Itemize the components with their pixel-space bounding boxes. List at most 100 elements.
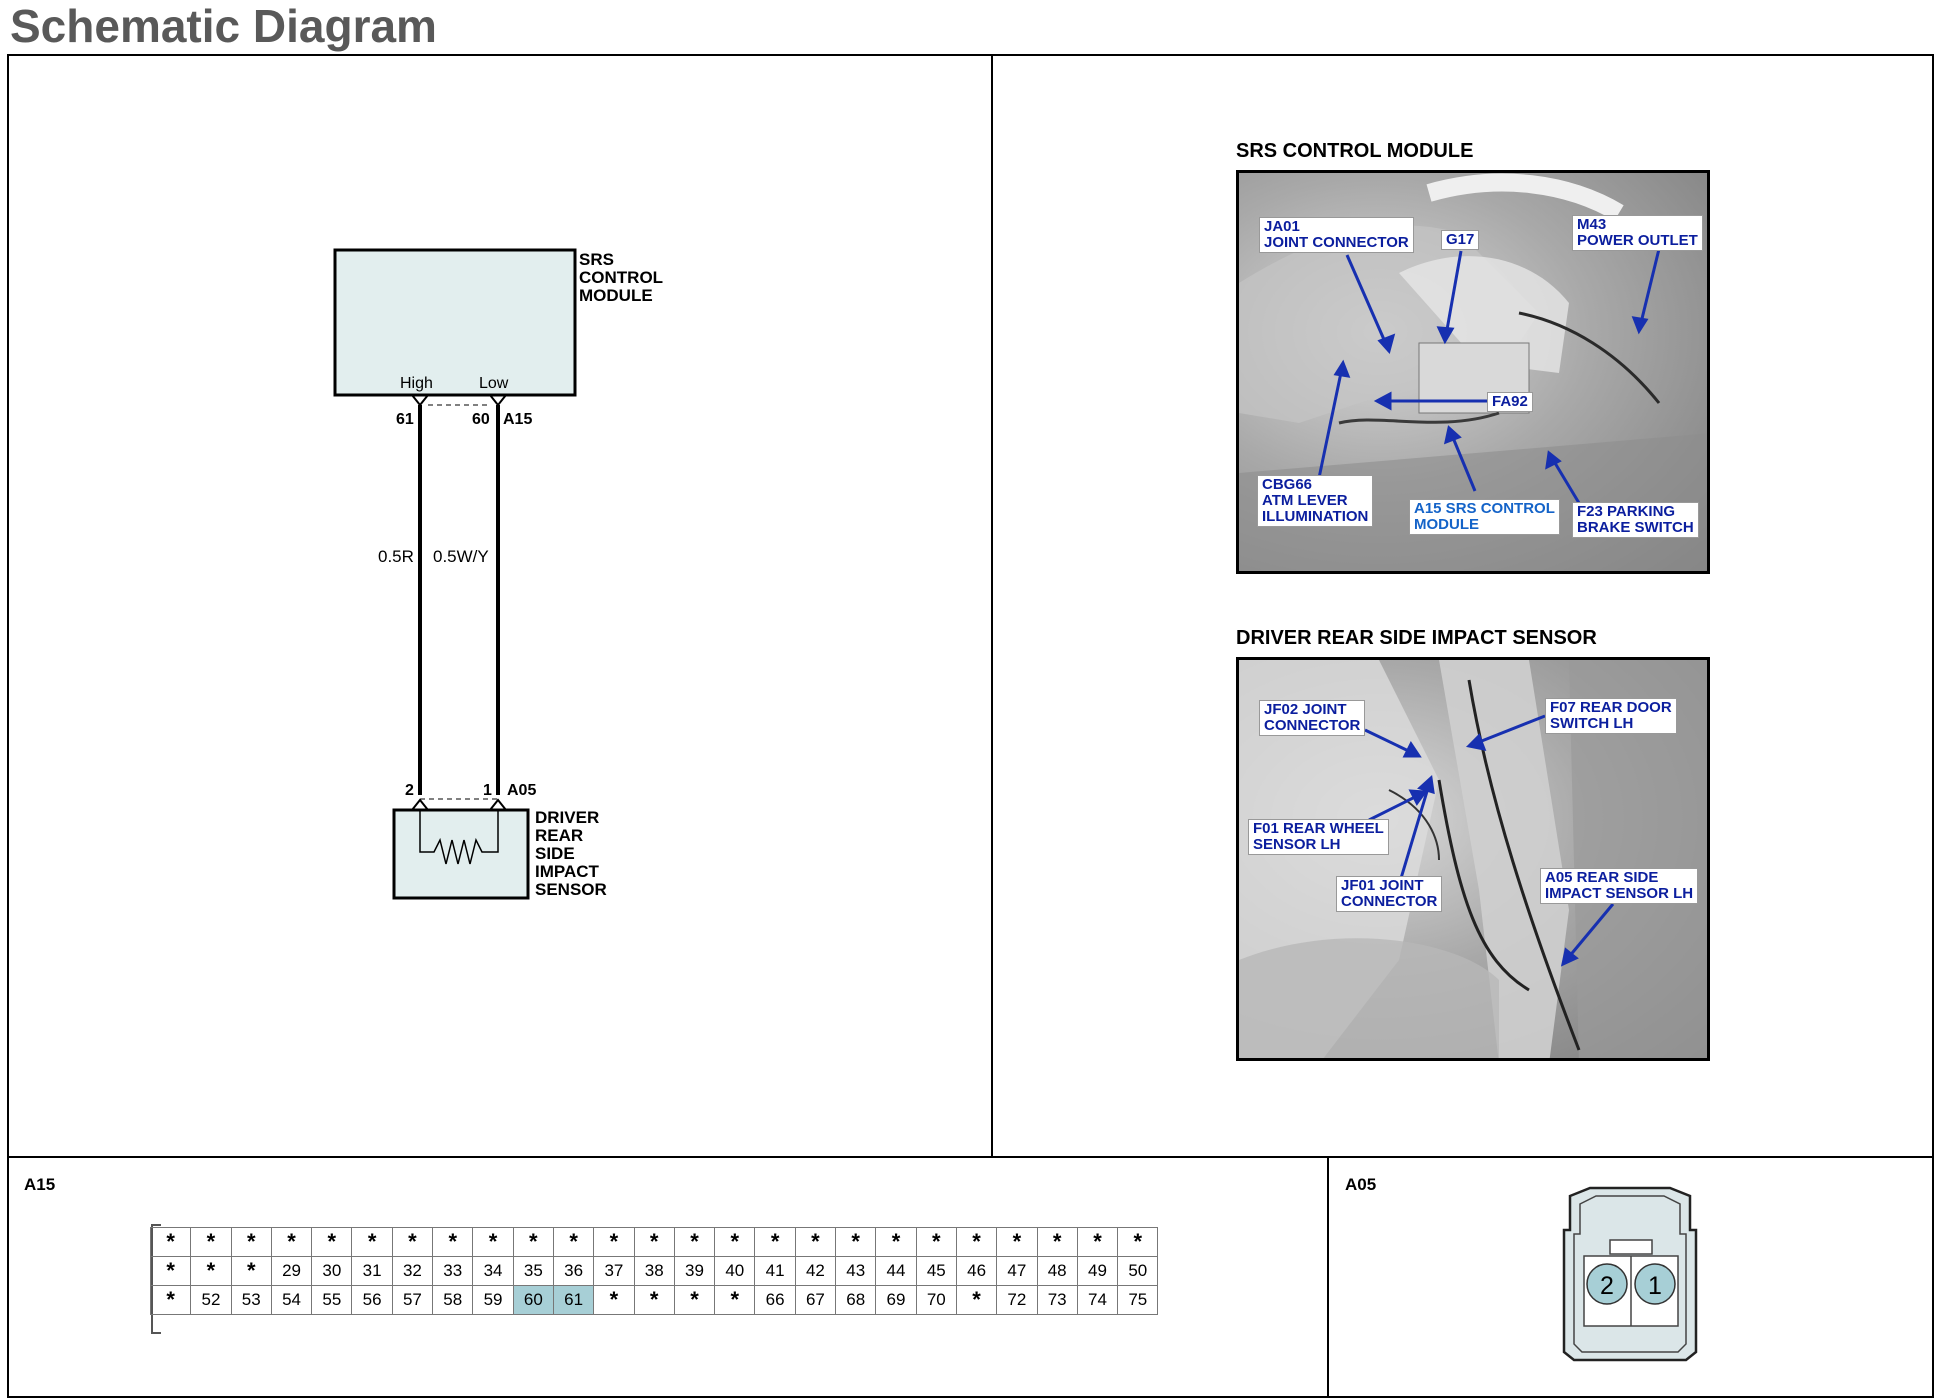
pin-cell: 57 xyxy=(391,1285,434,1315)
photo-title-srs: SRS CONTROL MODULE xyxy=(1236,140,1474,162)
a05-pin-2-label: 2 xyxy=(1600,1272,1614,1300)
pin-cell: 29 xyxy=(270,1256,313,1286)
pin-cell: 55 xyxy=(311,1285,353,1315)
callout-m43: M43 POWER OUTLET xyxy=(1572,215,1703,251)
pin-2-chevron xyxy=(411,798,429,811)
callout-f23: F23 PARKING BRAKE SWITCH xyxy=(1572,502,1699,538)
pin-cell-unused: * xyxy=(190,1256,232,1286)
a05-pin-2-socket xyxy=(1586,1263,1628,1305)
pin-cell: 33 xyxy=(432,1256,474,1286)
pin-cell: 37 xyxy=(593,1256,635,1286)
pin-cell: 49 xyxy=(1076,1256,1119,1286)
page-title: Schematic Diagram xyxy=(10,0,437,52)
pin-cell-unused: * xyxy=(955,1285,998,1315)
pin-cell: 61 xyxy=(552,1285,595,1315)
pin-cell: 59 xyxy=(472,1285,514,1315)
pin-cell: 39 xyxy=(673,1256,716,1286)
module-label-line-1: SRS xyxy=(579,250,614,269)
pin-cell: 58 xyxy=(432,1285,474,1315)
callout-a15: A15 SRS CONTROL MODULE xyxy=(1409,499,1560,535)
pin-2-label: 2 xyxy=(405,782,414,799)
module-connector-id: A15 xyxy=(503,411,532,428)
pin-cell: 35 xyxy=(512,1256,554,1286)
pin-cell-unused: * xyxy=(673,1227,716,1257)
pin-cell-unused: * xyxy=(996,1227,1038,1257)
low-terminal-label: Low xyxy=(479,375,509,392)
pin-cell: 68 xyxy=(835,1285,877,1315)
pin-cell-unused: * xyxy=(1076,1227,1119,1257)
pin-cell: 44 xyxy=(875,1256,917,1286)
callout-f01: F01 REAR WHEEL SENSOR LH xyxy=(1248,819,1389,855)
pin-cell: 38 xyxy=(633,1256,675,1286)
pin-cell-unused: * xyxy=(149,1285,192,1315)
pin-cell-unused: * xyxy=(432,1227,474,1257)
pin-cell-unused: * xyxy=(391,1227,434,1257)
pin-cell: 50 xyxy=(1117,1256,1159,1286)
pin-cell: 74 xyxy=(1076,1285,1119,1315)
connector-a05-label: A05 xyxy=(1345,1175,1377,1194)
callout-fa92: FA92 xyxy=(1487,392,1533,412)
pin-cell-unused: * xyxy=(714,1227,756,1257)
pin-cell-unused: * xyxy=(915,1227,957,1257)
callout-ja01: JA01 JOINT CONNECTOR xyxy=(1259,217,1414,253)
pin-cell-unused: * xyxy=(472,1227,514,1257)
pin-cell: 36 xyxy=(552,1256,595,1286)
pinout-row: ************************* xyxy=(149,1227,1159,1257)
pin-cell-unused: * xyxy=(311,1227,353,1257)
pin-cell: 45 xyxy=(915,1256,957,1286)
callout-f07: F07 REAR DOOR SWITCH LH xyxy=(1545,698,1677,734)
pin-cell-unused: * xyxy=(633,1227,675,1257)
pin-cell-unused: * xyxy=(190,1227,232,1257)
pin-cell: 54 xyxy=(270,1285,313,1315)
connector-a15-label: A15 xyxy=(24,1175,56,1194)
high-terminal-label: High xyxy=(400,375,433,392)
pin-cell: 75 xyxy=(1117,1285,1159,1315)
pin-cell: 47 xyxy=(996,1256,1038,1286)
pin-cell: 73 xyxy=(1036,1285,1078,1315)
pin-cell: 41 xyxy=(754,1256,796,1286)
photo-title-sensor: DRIVER REAR SIDE IMPACT SENSOR xyxy=(1236,627,1597,649)
wire-white-yellow-spec: 0.5W/Y xyxy=(433,547,489,566)
pin-cell: 72 xyxy=(996,1285,1038,1315)
sensor-connector-id: A05 xyxy=(507,782,536,799)
pin-cell: 30 xyxy=(311,1256,353,1286)
pin-cell-unused: * xyxy=(270,1227,313,1257)
pin-cell-unused: * xyxy=(593,1227,635,1257)
pin-cell-unused: * xyxy=(149,1256,192,1286)
pin-cell: 67 xyxy=(794,1285,837,1315)
pin-cell: 53 xyxy=(230,1285,272,1315)
connector-divider xyxy=(1327,1156,1329,1398)
pin-cell-unused: * xyxy=(633,1285,675,1315)
sensor-label-line-1: DRIVER xyxy=(535,808,599,827)
pin-cell: 40 xyxy=(714,1256,756,1286)
sensor-resistor-icon xyxy=(419,810,499,865)
wire-red-spec: 0.5R xyxy=(378,547,414,566)
pin-cell-unused: * xyxy=(835,1227,877,1257)
pin-cell-unused: * xyxy=(593,1285,635,1315)
pin-60-label: 60 xyxy=(472,411,490,428)
sensor-label-line-5: SENSOR xyxy=(535,880,607,899)
pin-cell-unused: * xyxy=(230,1227,272,1257)
pin-1-label: 1 xyxy=(483,782,492,799)
callout-a05: A05 REAR SIDE IMPACT SENSOR LH xyxy=(1540,868,1699,904)
frame-divider xyxy=(991,54,993,1158)
a05-pin-1-label: 1 xyxy=(1648,1272,1662,1300)
photo-rear-side-impact-sensor: JF02 JOINT CONNECTOR F07 REAR DOOR SWITC… xyxy=(1236,657,1710,1061)
pin-cell-unused: * xyxy=(875,1227,917,1257)
pin-cell-unused: * xyxy=(955,1227,998,1257)
srs-module-box xyxy=(333,248,577,397)
connector-a05-face: 2 1 xyxy=(1562,1186,1698,1362)
pin-cell: 69 xyxy=(875,1285,917,1315)
photo-srs-control-module: JA01 JOINT CONNECTOR G17 M43 POWER OUTLE… xyxy=(1236,170,1710,574)
photo-sensor-shapes xyxy=(1239,660,1707,1058)
pin-cell-unused: * xyxy=(230,1256,272,1286)
pin-cell-unused: * xyxy=(754,1227,796,1257)
sensor-label-line-4: IMPACT xyxy=(535,862,600,881)
callout-cbg66: CBG66 ATM LEVER ILLUMINATION xyxy=(1257,475,1374,527)
pin-cell-unused: * xyxy=(1117,1227,1159,1257)
pin-cell-unused: * xyxy=(512,1227,554,1257)
pin-cell: 66 xyxy=(754,1285,796,1315)
